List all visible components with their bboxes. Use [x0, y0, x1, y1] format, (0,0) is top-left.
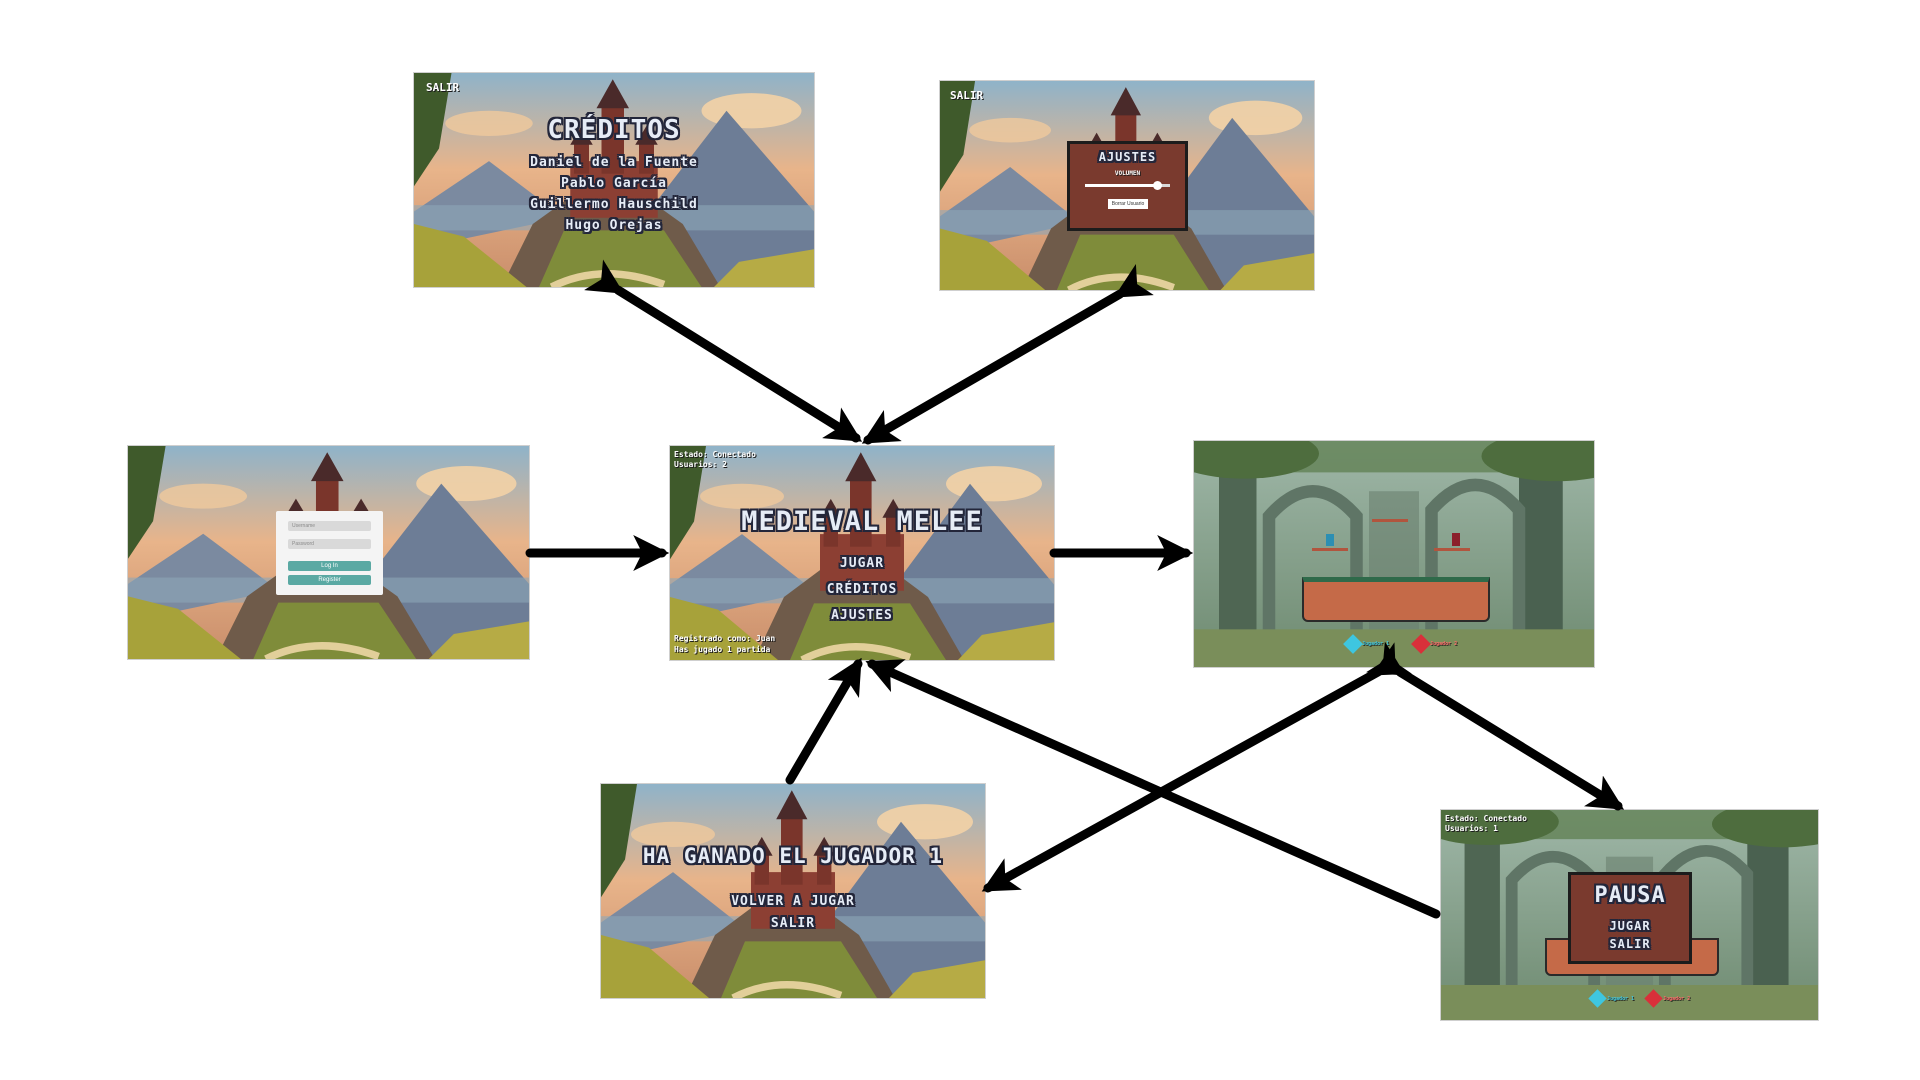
arrow-game-winner [981, 642, 1412, 893]
menu-play[interactable]: JUGAR [839, 556, 885, 571]
exit-button[interactable]: SALIR [950, 89, 984, 102]
credits-title: CRÉDITOS [547, 115, 681, 145]
game-screen: Jugador 1 Jugador 2 [1194, 441, 1594, 667]
volume-slider[interactable] [1085, 181, 1170, 190]
credit-name: Daniel de la Fuente [530, 155, 698, 170]
login-screen: Username Password Log In Register [128, 446, 529, 659]
credit-name: Hugo Orejas [565, 218, 663, 233]
player1-sprite [1326, 534, 1334, 546]
game-title: MEDIEVAL MELEE [741, 506, 983, 537]
pause-exit-button[interactable]: SALIR [1609, 937, 1651, 951]
login-form: Username Password Log In Register [276, 511, 383, 595]
arrow-game-pause [1366, 641, 1625, 811]
exit-button[interactable]: SALIR [426, 81, 460, 94]
arrow-menu-settings [861, 263, 1154, 445]
player2-label: Jugador 2 [1663, 996, 1691, 1002]
left-platform [1312, 548, 1348, 551]
castle-background [601, 784, 985, 998]
menu-credits[interactable]: CRÉDITOS [826, 582, 898, 597]
volume-slider-thumb[interactable] [1153, 181, 1163, 190]
registered-as: Registrado como: Juan [674, 634, 776, 643]
credit-name: Guillermo Hauschild [530, 197, 698, 212]
user-count: Usuarios: 1 [1445, 824, 1498, 833]
pause-panel: PAUSA JUGAR SALIR [1568, 872, 1692, 964]
arrow-winner-to-menu [785, 657, 863, 785]
settings-panel: AJUSTES VOLUMEN Borrar Usuario [1067, 141, 1188, 231]
password-field[interactable]: Password [288, 539, 371, 549]
player2-label: Jugador 2 [1430, 641, 1458, 647]
player1-label: Jugador 1 [1607, 996, 1635, 1002]
winner-screen: HA GANADO EL JUGADOR 1 VOLVER A JUGAR SA… [601, 784, 985, 998]
upper-platform [1372, 519, 1408, 522]
castle-background [670, 446, 1054, 660]
right-platform [1434, 548, 1470, 551]
pause-screen: Estado: Conectado Usuarios: 1 PAUSA JUGA… [1441, 810, 1818, 1020]
login-button[interactable]: Log In [288, 561, 371, 571]
volume-label: VOLUMEN [1114, 170, 1141, 177]
pause-title: PAUSA [1594, 883, 1666, 908]
settings-screen: SALIR AJUSTES VOLUMEN Borrar Usuario [940, 81, 1314, 290]
register-button[interactable]: Register [288, 575, 371, 585]
player2-sprite [1452, 533, 1460, 546]
main-menu-screen: Estado: Conectado Usuarios: 2 MEDIEVAL M… [670, 446, 1054, 660]
forest-ruins-background [1194, 441, 1594, 667]
username-field[interactable]: Username [288, 521, 371, 531]
games-played: Has jugado 1 partida [674, 645, 771, 654]
volume-slider-fill [1085, 184, 1158, 187]
main-platform [1302, 577, 1490, 622]
settings-title: AJUSTES [1098, 150, 1157, 164]
player1-label: Jugador 1 [1362, 641, 1390, 647]
pause-play-button[interactable]: JUGAR [1609, 919, 1651, 933]
menu-settings[interactable]: AJUSTES [831, 608, 893, 623]
connection-status: Estado: Conectado [1445, 814, 1527, 823]
arrow-menu-credits [584, 259, 863, 443]
credit-name: Pablo García [561, 176, 667, 191]
delete-user-button[interactable]: Borrar Usuario [1108, 199, 1148, 209]
connection-status: Estado: Conectado [674, 450, 756, 459]
credits-screen: SALIR CRÉDITOS Daniel de la Fuente Pablo… [414, 73, 814, 287]
exit-button[interactable]: SALIR [770, 916, 816, 931]
user-count: Usuarios: 2 [674, 460, 727, 469]
play-again-button[interactable]: VOLVER A JUGAR [731, 894, 855, 909]
winner-title: HA GANADO EL JUGADOR 1 [642, 844, 944, 868]
